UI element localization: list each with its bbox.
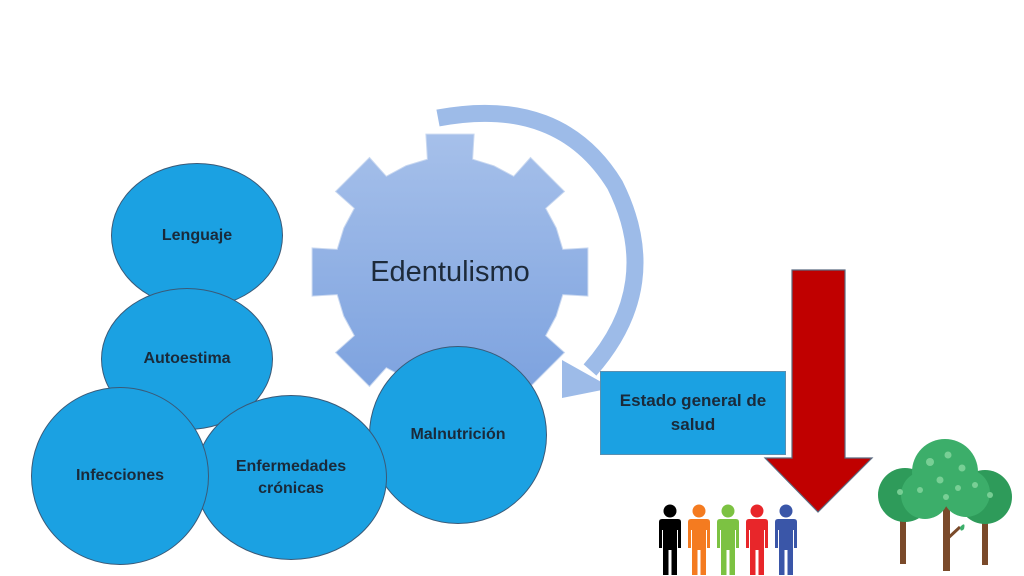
outcome-box: Estado general de salud <box>600 371 786 455</box>
person-icon <box>659 504 681 575</box>
center-label: Edentulismo <box>370 256 530 288</box>
person-icon <box>688 504 710 575</box>
effect-circle-lenguaje: Lenguaje <box>111 163 283 308</box>
effect-label: Enfermedades crónicas <box>235 457 347 497</box>
effect-label: Lenguaje <box>161 226 233 244</box>
cycle-arrow-icon <box>436 104 644 398</box>
person-icon <box>717 504 739 575</box>
person-icon <box>775 504 797 575</box>
effect-circle-infecciones: Infecciones <box>31 387 209 565</box>
trees-icon <box>878 439 1012 571</box>
down-arrow-icon <box>763 269 874 513</box>
effect-circle-malnutricion: Malnutrición <box>369 346 547 524</box>
people-icon <box>659 504 797 575</box>
effect-label: Malnutrición <box>410 426 506 444</box>
effect-circle-enfermedades: Enfermedades crónicas <box>195 395 387 560</box>
effect-label: Autoestima <box>143 350 231 368</box>
person-icon <box>746 504 768 575</box>
outcome-label: Estado general de salud <box>619 391 767 434</box>
effect-label: Infecciones <box>75 467 165 485</box>
